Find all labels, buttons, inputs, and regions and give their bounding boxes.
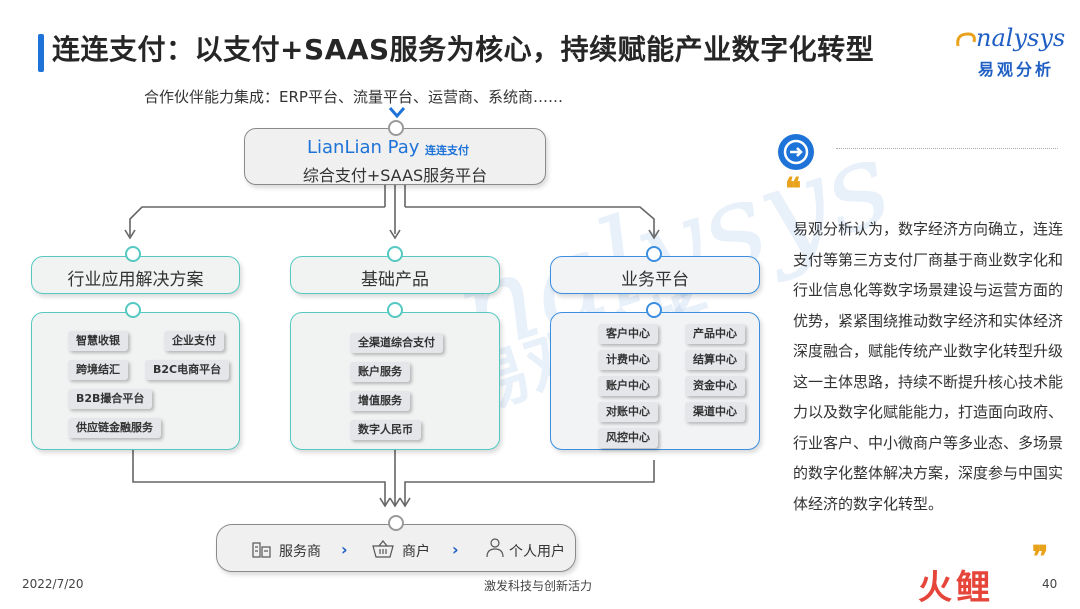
- chip-item: 资金中心: [685, 376, 745, 396]
- chip-item: 产品中心: [685, 324, 745, 344]
- chevron-right-icon: ›: [341, 540, 348, 559]
- column-knob: [387, 302, 403, 318]
- footer-date: 2022/7/20: [22, 577, 84, 591]
- chip-item: 风控中心: [598, 428, 658, 448]
- platform-knob: [388, 120, 404, 136]
- chip-item: 对账中心: [598, 402, 658, 422]
- diagram-connectors: [124, 107, 660, 508]
- customer-box: [216, 524, 576, 572]
- column-knob: [125, 246, 141, 262]
- chip-item: 客户中心: [598, 324, 658, 344]
- column-knob: [646, 246, 662, 262]
- customer-knob: [388, 515, 404, 531]
- chip-item: 数字人民币: [350, 420, 421, 440]
- divider-dotted: [836, 148, 1058, 149]
- platform-box: LianLian Pay 连连支付 综合支付+SAAS服务平台: [244, 128, 546, 185]
- column-header-label: 业务平台: [621, 270, 689, 290]
- analysys-logo: nalysys 易观分析: [954, 22, 1066, 82]
- column-knob: [387, 246, 403, 262]
- chip-item: 跨境结汇: [68, 360, 128, 380]
- chip-item: 结算中心: [685, 350, 745, 370]
- title-accent-bar: [38, 34, 44, 72]
- logo-text-en: nalysys: [976, 24, 1066, 52]
- arrow-right-circle-icon: [778, 134, 814, 170]
- column-header-business: 业务平台: [550, 256, 760, 294]
- column-header-label: 基础产品: [361, 270, 429, 290]
- basket-icon: [372, 540, 394, 558]
- building-icon: [252, 542, 271, 558]
- chip-item: 全渠道综合支付: [350, 333, 443, 353]
- column-header-label: 行业应用解决方案: [67, 270, 204, 290]
- bottom-item-merchant: 商户: [402, 544, 430, 560]
- quote-open-icon: ❝: [785, 172, 802, 207]
- chip-item: 账户服务: [350, 362, 410, 382]
- page-number: 40: [1042, 577, 1058, 591]
- chip-item: 账户中心: [598, 376, 658, 396]
- column-knob: [646, 302, 662, 318]
- arrow-glyph: [783, 139, 809, 165]
- bottom-item-individual: 个人用户: [509, 544, 565, 560]
- quote-close-icon: ❞: [1032, 540, 1049, 575]
- page-title: 连连支付：以支付+SAAS服务为核心，持续赋能产业数字化转型: [52, 33, 875, 66]
- footer-slogan: 激发科技与创新活力: [484, 579, 593, 593]
- person-icon: [486, 538, 504, 558]
- chip-item: 增值服务: [350, 391, 410, 411]
- chip-item: 智慧收银: [68, 331, 128, 351]
- chip-item: 渠道中心: [685, 402, 745, 422]
- chip-item: B2C电商平台: [145, 360, 230, 380]
- chip-item: 计费中心: [598, 350, 658, 370]
- logo-swoosh-icon: [956, 32, 976, 47]
- platform-label: 综合支付+SAAS服务平台: [302, 166, 488, 185]
- chevron-right-icon: ›: [452, 540, 459, 559]
- lianlianpay-brand-cn: 连连支付: [425, 144, 469, 157]
- logo-text-cn: 易观分析: [978, 60, 1055, 79]
- lianlianpay-brand: LianLian Pay: [307, 137, 420, 158]
- brand-watermark-logo: 火鲤: [918, 568, 994, 608]
- bottom-item-provider: 服务商: [279, 544, 321, 560]
- chip-item: 企业支付: [164, 331, 224, 351]
- chip-item: B2B撮合平台: [68, 389, 153, 409]
- chip-item: 供应链金融服务: [68, 418, 161, 438]
- analysis-paragraph: 易观分析认为，数字经济方向确立，连连支付等第三方支付厂商基于商业数字化和行业信息…: [793, 220, 1064, 513]
- partner-subtitle: 合作伙伴能力集成：ERP平台、流量平台、运营商、系统商……: [144, 88, 563, 106]
- column-knob: [125, 302, 141, 318]
- column-header-industry: 行业应用解决方案: [31, 256, 240, 294]
